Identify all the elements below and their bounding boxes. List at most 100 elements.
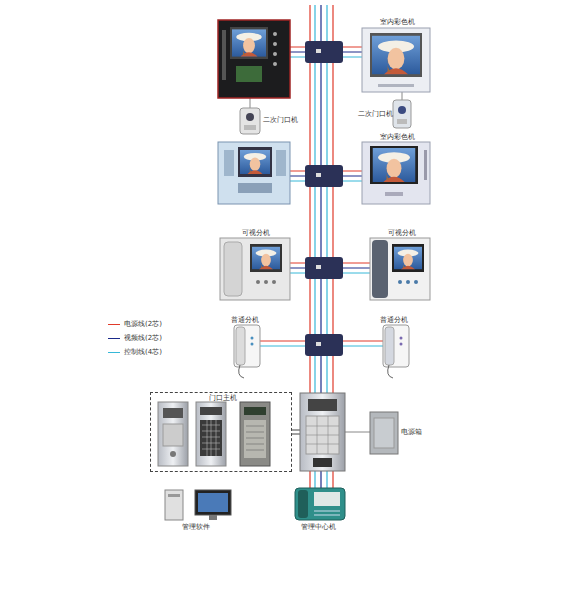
device-label: 二次门口机 [358, 110, 393, 118]
audio-handset-part [400, 343, 403, 346]
video-handset [370, 238, 430, 300]
audio-handset-part [236, 327, 245, 365]
computer-part [209, 515, 217, 520]
distributor-box-part [316, 342, 321, 346]
device-label: 管理软件 [182, 523, 210, 531]
main-door-station-part [306, 416, 339, 454]
door-station-part [202, 420, 220, 456]
video-handset-part [372, 240, 388, 298]
audio-handset-part [385, 327, 394, 365]
door-station-part [200, 420, 222, 456]
audio-handset-part [383, 325, 409, 367]
indoor-panel-part [273, 42, 277, 46]
device-label: 可视分机 [388, 229, 416, 237]
audio-handset [234, 325, 260, 378]
indoor-monitor-part [362, 142, 430, 204]
video-handset-part [220, 238, 290, 300]
management-console-part [314, 492, 340, 506]
power-box-part [370, 412, 398, 454]
distributor-box-part [316, 49, 321, 53]
audio-handset-part [251, 343, 254, 346]
video-handset-part [252, 247, 280, 269]
branch-wire-part [250, 98, 251, 108]
main-door-station-part [313, 458, 332, 467]
indoor-monitor-part [240, 150, 270, 174]
indoor-monitor-part [362, 28, 430, 92]
door-camera: 二次门口机 [358, 98, 414, 132]
branch-wire-part [402, 92, 403, 100]
computer [165, 490, 231, 520]
door-station-part [200, 407, 222, 415]
legend-text: 电源线(2芯) [124, 320, 162, 328]
branch-wire-part [290, 52, 305, 53]
device-label: 室内彩色机 [380, 133, 415, 141]
legend-swatch [108, 352, 120, 353]
door-camera: 二次门口机 [236, 104, 308, 138]
door-camera [240, 108, 260, 134]
branch-wire-part [292, 430, 300, 431]
computer-part [198, 493, 228, 512]
device-label: 二次门口机 [263, 116, 298, 124]
power-box: 电源箱 [368, 410, 420, 456]
branch-wire-part [290, 268, 305, 269]
indoor-panel-part [222, 30, 226, 80]
indoor-monitor-part [385, 192, 403, 196]
branch-wire-part [343, 181, 362, 182]
door-station-part [170, 451, 176, 457]
indoor-monitor [362, 142, 430, 204]
video-handset-part [264, 280, 268, 284]
branch-wire-part [290, 176, 305, 177]
video-handset-part [370, 238, 430, 300]
door-station-part [163, 408, 183, 418]
indoor-panel-part [273, 52, 277, 56]
indoor-monitor-part [373, 148, 416, 182]
video-handset-part [414, 280, 418, 284]
device-label: 门口主机 [209, 394, 237, 402]
indoor-panel-part [232, 29, 266, 56]
indoor-monitor-part [238, 147, 272, 177]
branch-wire-part [343, 47, 362, 48]
branch-wire-part [290, 57, 305, 58]
branch-wire-part [343, 176, 362, 177]
branch-wire-part [343, 57, 362, 58]
management-console [295, 488, 345, 520]
door-station-part [240, 402, 270, 466]
video-handset-part [394, 247, 422, 269]
management-console-part [295, 488, 345, 520]
indoor-panel-part [218, 20, 290, 98]
branch-wire-part [343, 263, 370, 264]
branch-wire-part [290, 263, 305, 264]
door-station-part [196, 402, 226, 466]
distributor-box-part [305, 334, 343, 356]
audio-handset-part [239, 365, 244, 378]
indoor-panel-part [230, 27, 268, 59]
door-station [158, 402, 188, 466]
door-camera [393, 100, 411, 128]
indoor-monitor-part [372, 36, 420, 74]
door-station-part [163, 424, 183, 446]
door-camera-part [397, 119, 407, 124]
device-label: 普通分机 [231, 316, 259, 324]
branch-wire-part [290, 47, 305, 48]
branch-wire-part [260, 341, 305, 342]
video-handset-part [224, 242, 242, 296]
video-handset [220, 238, 290, 300]
branch-wire-part [343, 171, 362, 172]
audio-handset-part [400, 337, 403, 340]
indoor-monitor [218, 142, 290, 204]
power-box [370, 412, 398, 454]
door-station-part [246, 426, 264, 450]
door-station-part [158, 402, 188, 466]
branch-wire-part [343, 341, 383, 342]
branch-wire-part [260, 346, 305, 347]
audio-handset-part [388, 365, 393, 378]
device-label: 电源箱 [401, 428, 422, 436]
indoor-monitor [362, 28, 430, 92]
main-door-station-part [308, 399, 337, 411]
main-door-station-part [300, 393, 345, 471]
indoor-monitor-part [276, 150, 286, 176]
indoor-monitor-part [378, 84, 414, 87]
video-handset: 可视分机 [368, 228, 432, 302]
door-station [196, 402, 226, 466]
